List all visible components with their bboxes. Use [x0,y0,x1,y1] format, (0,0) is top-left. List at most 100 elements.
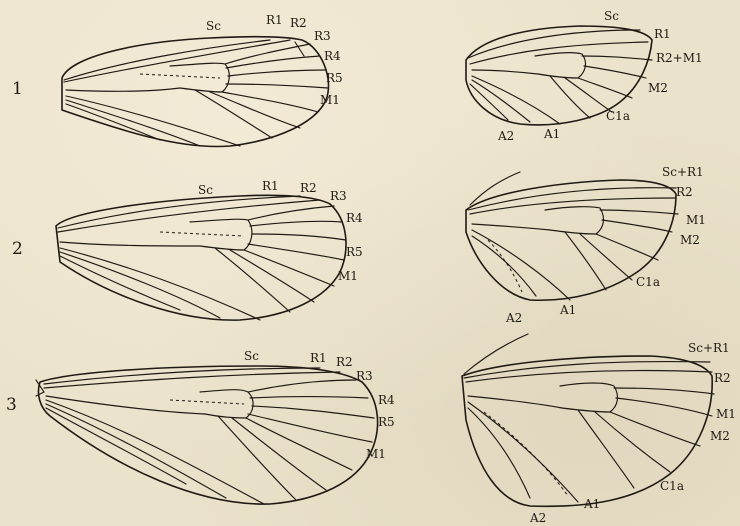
forewing-1-vein [210,92,300,128]
forewing-2-vein [60,256,180,310]
hindwing-2-cell [545,207,603,234]
forewing-1-vein [195,90,272,138]
hindwing-2-vein [580,234,632,280]
forewing-2-vein [230,250,314,302]
hw1-label-r1: R1 [654,27,671,41]
forewing-1-vein [66,104,160,140]
row-number-3: 3 [6,395,17,415]
fw1-label-sc: Sc [206,19,221,33]
hindwing-1-vein [565,78,612,112]
row-number-1: 1 [12,79,23,99]
forewing-3-vein [218,416,296,500]
hw3-label-m2: M2 [710,429,730,443]
hindwing-2-dashed-vein [488,240,522,292]
fw3-label-r5: R5 [378,415,395,429]
forewing-3-cell [200,390,253,418]
fw3-label-r2: R2 [336,355,353,369]
forewing-3-vein [250,397,368,399]
hindwing-3-vein [464,362,710,378]
forewing-3-vein [46,404,226,498]
hw2-label-c1a: C1a [636,275,660,289]
hindwing-3-vein [614,388,714,394]
forewing-3-vein [248,380,356,392]
forewing-3 [36,366,378,504]
hw3-label-m1: M1 [716,407,736,421]
hw2-label-m2: M2 [680,233,700,247]
hindwing-2-vein [472,230,570,300]
row-number-2: 2 [12,239,23,259]
hindwing-3-dashed-vein [484,412,568,496]
fw2-label-r2: R2 [300,181,317,195]
forewing-1-vein [222,92,318,112]
forewing-1-vein [66,88,180,91]
forewing-1 [62,37,329,147]
fw3-label-r3: R3 [356,369,373,383]
hw2-label-a2: A2 [505,311,522,325]
forewing-3-vein [44,372,340,388]
hw3-label-sc-r1: Sc+R1 [688,341,730,355]
forewing-3-vein [252,406,374,418]
hw1-label-r2-m1: R2+M1 [656,51,703,65]
fw1-label-r2: R2 [290,16,307,30]
hindwing-2-vein [600,210,678,214]
hindwing-1-vein [472,76,560,124]
hindwing-2-vein [602,220,672,232]
hindwing-1-vein [472,80,530,122]
hindwing-1-vein [582,56,652,60]
fw2-label-r5: R5 [346,245,363,259]
fw1-label-r4: R4 [324,49,341,63]
hw1-label-a2: A2 [497,129,514,143]
fw2-label-r4: R4 [346,211,363,225]
hw2-label-a1: A1 [559,303,576,317]
fw3-label-r4: R4 [378,393,395,407]
forewing-3-vein [46,408,186,484]
fw3-label-sc: Sc [244,349,259,363]
forewing-2-vein [252,234,346,240]
hindwing-1-vein [550,76,590,118]
hw1-label-a1: A1 [543,127,560,141]
hw1-label-m2: M2 [648,81,668,95]
forewing-3-dashed-vein [170,400,244,404]
forewing-1-vein [226,84,328,88]
fw1-label-r5: R5 [326,71,343,85]
hw3-label-a1: A1 [583,497,600,511]
fw2-label-sc: Sc [198,183,213,197]
hindwing-2-vein [565,232,606,290]
hw3-label-c1a: C1a [660,479,684,493]
forewing-2-vein [60,242,200,246]
fw2-label-r1: R1 [262,179,279,193]
hindwing-1-vein [578,78,632,98]
hindwing-3-vein [616,398,712,416]
fw2-label-r3: R3 [330,189,347,203]
hindwing-2-vein [472,224,550,230]
fw1-label-r3: R3 [314,29,331,43]
hw2-label-r2: R2 [676,185,693,199]
forewing-1-vein [226,56,320,68]
forewing-3-vein [46,396,205,414]
forewing-2-outline [56,195,346,320]
fw1-label-m1: M1 [320,93,340,107]
forewing-1-vein [295,42,304,56]
hindwing-3-vein [468,408,530,498]
hindwing-1-cell [535,53,585,78]
hw2-label-sc-r1: Sc+R1 [662,165,704,179]
forewing-3-vein [44,368,320,384]
hindwing-1-vein [584,66,646,78]
forewing-3-vein [46,400,264,504]
forewing-1-dashed-vein [140,74,220,78]
fw1-label-r1: R1 [266,13,283,27]
fw2-label-m1: M1 [338,269,358,283]
hindwing-1-vein [472,70,538,74]
hw3-label-r2: R2 [714,371,731,385]
forewing-2-dashed-vein [160,232,244,236]
hw1-label-c1a: C1a [606,109,630,123]
forewing-2 [56,195,346,320]
fw3-label-r1: R1 [310,351,327,365]
forewing-2-vein [248,206,334,220]
hindwing-3-cell [560,383,617,412]
hindwing-3-vein [468,396,562,408]
forewing-1-vein [228,70,326,76]
forewing-3-outline [38,366,377,504]
forewing-2-vein [250,221,342,226]
